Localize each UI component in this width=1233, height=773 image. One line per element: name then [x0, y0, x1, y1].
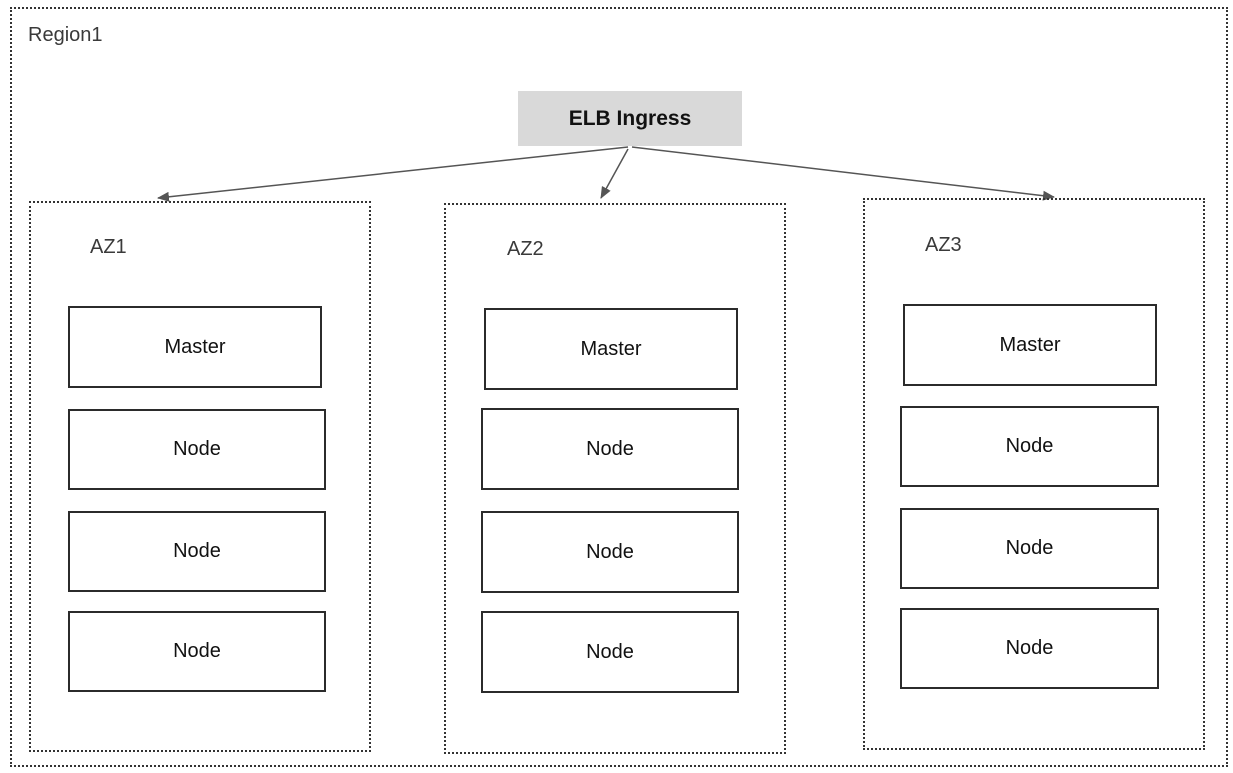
az1-container: [29, 201, 371, 752]
az2-container: [444, 203, 786, 754]
az1-node-box-3: Node: [68, 611, 326, 692]
az2-node-box-2: Node: [481, 511, 739, 593]
region-container: [10, 7, 1228, 767]
az2-master-box: Master: [484, 308, 738, 390]
arrow-to-az1: [157, 146, 629, 202]
az3-node-box-1: Node: [900, 406, 1159, 487]
az2-label: AZ2: [507, 238, 544, 260]
elb-ingress-box: ELB Ingress: [518, 91, 742, 146]
arrow-to-az2: [600, 148, 629, 199]
az3-node-box-2: Node: [900, 508, 1159, 589]
az1-master-box: Master: [68, 306, 322, 388]
az1-label: AZ1: [90, 236, 127, 258]
az1-node-box-2: Node: [68, 511, 326, 592]
az1-node-box-1: Node: [68, 409, 326, 490]
arrow-to-az3: [631, 146, 1055, 201]
az2-node-box-3: Node: [481, 611, 739, 693]
region-label: Region1: [28, 24, 103, 46]
az3-master-box: Master: [903, 304, 1157, 386]
az3-container: [863, 198, 1205, 750]
az3-node-box-3: Node: [900, 608, 1159, 689]
az2-node-box-1: Node: [481, 408, 739, 490]
az3-label: AZ3: [925, 234, 962, 256]
